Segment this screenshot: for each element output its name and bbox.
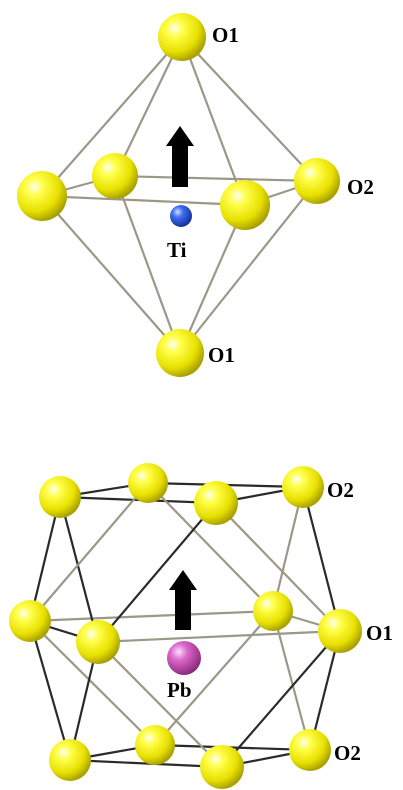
titanium-atom bbox=[170, 205, 192, 227]
oxygen-atom bbox=[200, 745, 244, 789]
oxygen-atom bbox=[49, 739, 91, 781]
bond bbox=[271, 609, 312, 752]
oxygen-atom-o1-top bbox=[158, 13, 206, 61]
bond bbox=[40, 194, 182, 355]
label-o2-bottom: O2 bbox=[334, 741, 361, 765]
bond bbox=[214, 501, 342, 633]
bond bbox=[178, 179, 319, 355]
bond bbox=[301, 485, 342, 633]
bond bbox=[113, 174, 182, 355]
oxygen-atom bbox=[9, 600, 51, 642]
oxygen-atom bbox=[135, 725, 175, 765]
label-pb: Pb bbox=[167, 678, 192, 702]
bond bbox=[178, 203, 247, 355]
bond bbox=[40, 194, 247, 207]
oxygen-atom bbox=[220, 180, 270, 230]
bond bbox=[40, 35, 184, 198]
bond bbox=[28, 619, 72, 762]
oxygen-atom-o1-bottom bbox=[156, 329, 204, 377]
label-o2-top: O2 bbox=[327, 478, 354, 502]
octahedron-bonds bbox=[40, 35, 319, 355]
oxygen-atom bbox=[17, 171, 67, 221]
oxygen-atom bbox=[92, 153, 138, 199]
bond bbox=[180, 35, 319, 183]
label-o2: O2 bbox=[347, 175, 374, 199]
bond bbox=[96, 501, 218, 644]
bond bbox=[28, 609, 275, 623]
label-o1-bottom: O1 bbox=[208, 343, 235, 367]
oxygen-atom bbox=[194, 481, 238, 525]
bond bbox=[146, 481, 275, 613]
bond bbox=[220, 629, 342, 769]
oxygen-atom-o2 bbox=[294, 158, 340, 204]
bond bbox=[68, 758, 224, 769]
bond bbox=[28, 495, 62, 623]
bond bbox=[180, 35, 247, 207]
bond bbox=[96, 629, 342, 644]
bond bbox=[153, 743, 312, 752]
oxygen-atom-o1 bbox=[318, 609, 362, 653]
bond bbox=[28, 619, 157, 747]
oxygen-atom bbox=[39, 476, 81, 518]
label-o1-top: O1 bbox=[212, 23, 239, 47]
label-o1: O1 bbox=[366, 621, 393, 645]
oxygen-atom-o2-bottom bbox=[289, 729, 331, 771]
bond bbox=[96, 640, 224, 769]
oxygen-atom-o2-top bbox=[282, 466, 324, 508]
cuboctahedron-bonds bbox=[28, 481, 342, 769]
label-ti: Ti bbox=[167, 238, 187, 262]
bond bbox=[113, 35, 184, 178]
bond bbox=[28, 481, 150, 623]
tio6-octahedron: O1 O2 Ti O1 bbox=[17, 13, 374, 377]
polarization-arrow-icon bbox=[169, 570, 197, 630]
bond bbox=[271, 485, 305, 613]
pbo12-cuboctahedron: O2 O1 Pb O2 bbox=[9, 463, 393, 789]
oxygen-atom bbox=[128, 463, 168, 503]
bond bbox=[153, 609, 275, 747]
bond bbox=[113, 174, 319, 183]
lead-atom bbox=[167, 641, 201, 675]
oxygen-atom bbox=[253, 591, 293, 631]
bond bbox=[58, 495, 100, 644]
oxygen-atom bbox=[76, 620, 120, 664]
polarization-arrow-icon bbox=[166, 126, 194, 187]
